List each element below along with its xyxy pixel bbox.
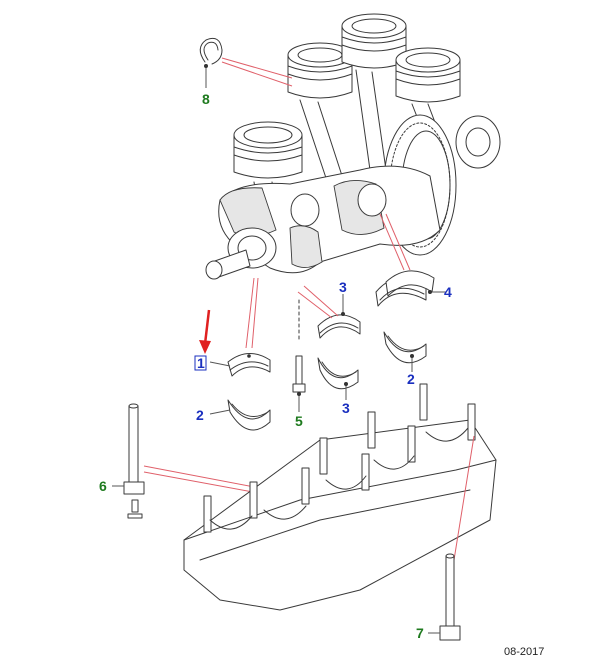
piston (287, 42, 353, 99)
piston (341, 13, 407, 69)
callout-2-front[interactable]: 2 (196, 407, 204, 423)
piston-assembly (233, 13, 461, 231)
callout-2-rear[interactable]: 2 (407, 371, 415, 387)
rod-bearing-3-lower (317, 357, 359, 400)
callout-1[interactable]: 1 (197, 355, 205, 371)
callout-3-lower[interactable]: 3 (342, 400, 350, 416)
oil-jet-5 (292, 299, 306, 412)
drawing-code: 08-2017 (504, 646, 544, 657)
main-bearing-1 (209, 277, 271, 377)
rod-bearing-3-upper (297, 285, 361, 339)
callout-1-box (194, 355, 207, 371)
callout-6[interactable]: 6 (99, 478, 107, 494)
thrust-bearing-4 (375, 213, 446, 307)
callout-4[interactable]: 4 (444, 284, 452, 300)
callout-3-upper[interactable]: 3 (339, 279, 347, 295)
piston (395, 47, 461, 103)
bolt-6 (112, 403, 271, 519)
circlip-8 (199, 37, 293, 88)
crankshaft (205, 114, 501, 280)
callout-5[interactable]: 5 (295, 413, 303, 429)
pointer-arrow (199, 309, 211, 354)
callout-8[interactable]: 8 (202, 91, 210, 107)
bearing-ladder (183, 383, 497, 611)
piston (233, 121, 303, 179)
main-bearing-2-front (209, 399, 271, 431)
callout-labels: 1 2 2 3 3 4 5 6 7 8 (99, 91, 452, 641)
callout-7[interactable]: 7 (416, 625, 424, 641)
bolt-7 (428, 553, 461, 641)
main-bearing-2-rear (383, 331, 427, 372)
